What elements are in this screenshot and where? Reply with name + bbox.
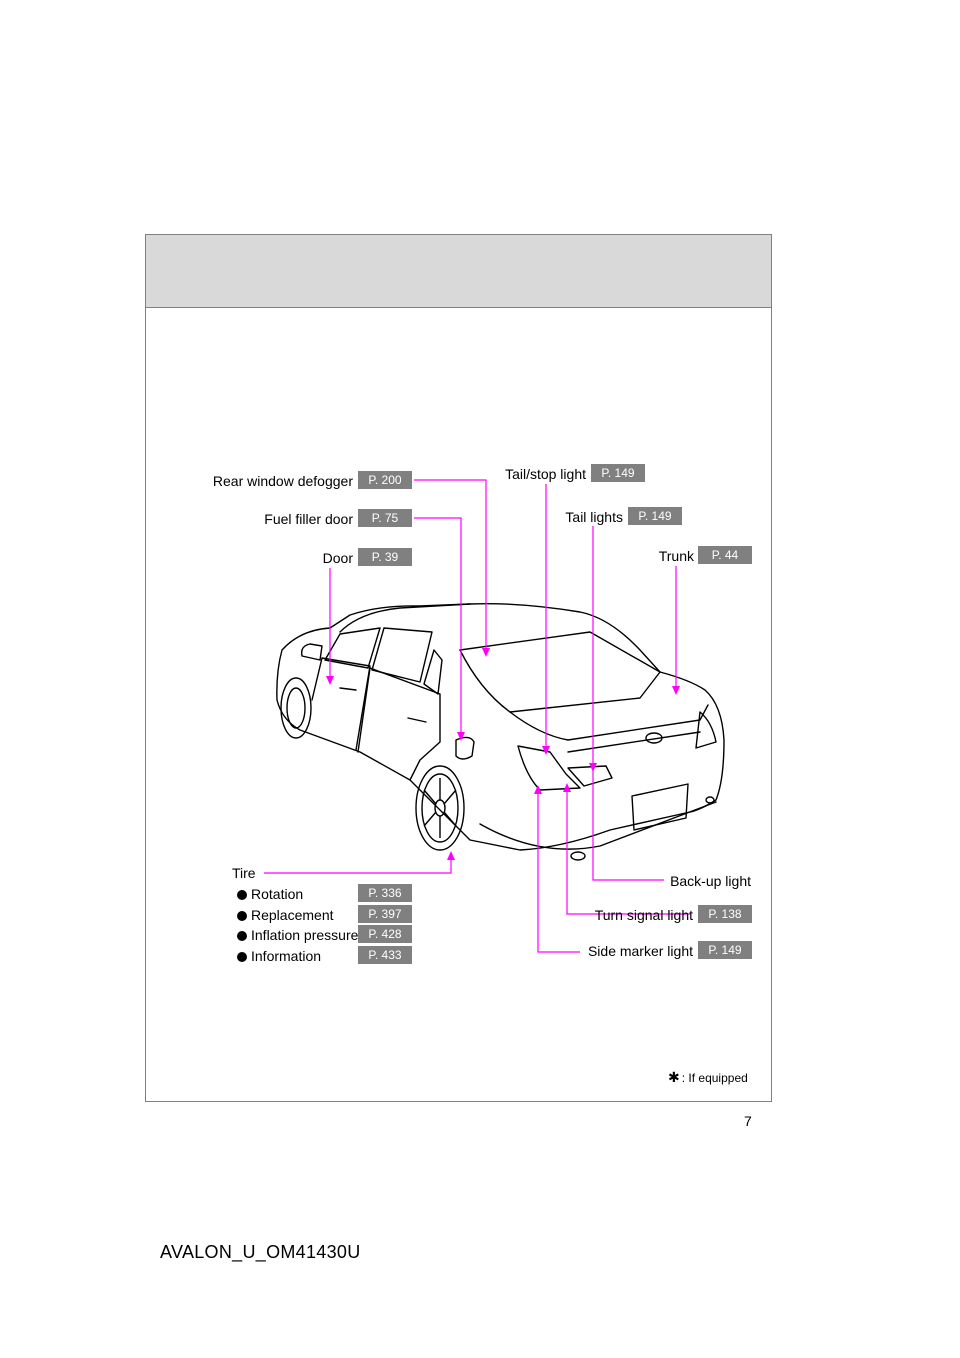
side-marker-light-page-badge[interactable]: P. 149 (698, 941, 752, 959)
tire-replacement-page-badge[interactable]: P. 397 (358, 905, 412, 923)
bullet-icon (237, 911, 247, 921)
bullet-icon (237, 931, 247, 941)
tail-lights-label: Tail lights (565, 509, 623, 525)
trunk-page-badge[interactable]: P. 44 (698, 546, 752, 564)
tail-stop-light-label: Tail/stop light (505, 466, 586, 482)
fuel-filler-door-page-badge[interactable]: P. 75 (358, 509, 412, 527)
tire-item-inflation-pressure: Inflation pressure (237, 927, 358, 943)
leader-lines (264, 479, 690, 953)
asterisk-icon: ✱ (668, 1069, 680, 1085)
tail-stop-light-page-badge[interactable]: P. 149 (591, 464, 645, 482)
tire-title: Tire (232, 865, 256, 881)
tire-information-page-badge[interactable]: P. 433 (358, 946, 412, 964)
tire-item-replacement: Replacement (237, 907, 334, 923)
leader-turn-signal-light (566, 788, 690, 915)
wheels (280, 677, 465, 851)
tire-rotation-page-badge[interactable]: P. 336 (358, 884, 412, 902)
tire-inflation-pressure-page-badge[interactable]: P. 428 (358, 925, 412, 943)
trunk-label: Trunk (658, 548, 694, 564)
if-equipped-note: ✱: If equipped (668, 1069, 748, 1085)
leader-side-marker-light (537, 790, 580, 953)
bullet-icon (237, 890, 247, 900)
turn-signal-light-page-badge[interactable]: P. 138 (698, 905, 752, 923)
fuel-filler-door-label: Fuel filler door (264, 511, 353, 527)
leader-tire (264, 856, 452, 874)
side-marker-light-label: Side marker light (587, 943, 693, 959)
header-band (146, 235, 771, 308)
rear-window-defogger-page-badge[interactable]: P. 200 (358, 471, 412, 489)
leader-fuel-filler-door (414, 517, 462, 736)
car-outline (276, 602, 725, 861)
document-code: AVALON_U_OM41430U (160, 1242, 361, 1262)
bullet-icon (237, 952, 247, 962)
tire-item-rotation: Rotation (237, 886, 303, 902)
page-number: 7 (744, 1113, 752, 1129)
leader-back-up-light (592, 526, 664, 881)
tail-lights-page-badge[interactable]: P. 149 (628, 507, 682, 525)
back-up-light-label: Back-up light (670, 873, 751, 889)
turn-signal-light-label: Turn signal light (594, 907, 693, 923)
tire-item-information: Information (237, 948, 321, 964)
leader-rear-window-defogger (414, 479, 487, 652)
content-frame (145, 234, 772, 1102)
door-label: Door (322, 550, 353, 566)
rear-window-defogger-label: Rear window defogger (212, 473, 353, 489)
door-page-badge[interactable]: P. 39 (358, 548, 412, 566)
leader-arrowheads (326, 648, 680, 860)
